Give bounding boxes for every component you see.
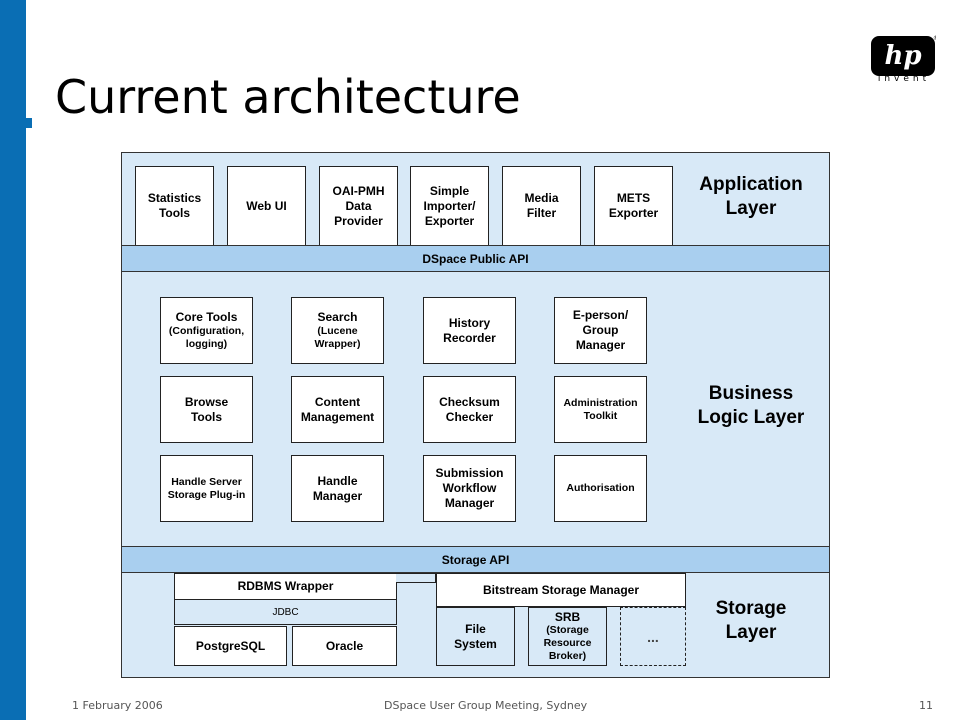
- jdbc-box: JDBC: [174, 599, 397, 625]
- srb-box: SRB (Storage Resource Broker): [528, 607, 607, 666]
- administration-toolkit-box: Administration Toolkit: [554, 376, 647, 443]
- business-logic-layer-label: Business Logic Layer: [697, 383, 805, 428]
- public-api-band: DSpace Public API: [122, 245, 829, 272]
- search-box: Search (Lucene Wrapper): [291, 297, 384, 364]
- mets-exporter-box: METS Exporter: [594, 166, 673, 246]
- architecture-diagram: Statistics Tools Web UI OAI-PMH Data Pro…: [121, 152, 830, 678]
- hp-logo-icon: hp ®: [871, 35, 936, 76]
- oracle-box: Oracle: [292, 626, 397, 666]
- application-layer-label: Application Layer: [699, 174, 803, 219]
- checksum-checker-box: Checksum Checker: [423, 376, 516, 443]
- left-accent-bar: [0, 0, 26, 720]
- search-title: Search: [317, 310, 358, 324]
- slide-title: Current architecture: [55, 70, 521, 124]
- statistics-tools-box: Statistics Tools: [135, 166, 214, 246]
- oai-pmh-box: OAI-PMH Data Provider: [319, 166, 398, 246]
- simple-importer-box: Simple Importer/ Exporter: [410, 166, 489, 246]
- content-management-box: Content Management: [291, 376, 384, 443]
- bitstream-storage-manager-box: Bitstream Storage Manager: [436, 573, 686, 607]
- more-storage-placeholder: ...: [620, 607, 686, 666]
- srb-subtitle: (Storage Resource Broker): [543, 624, 592, 662]
- core-tools-subtitle: (Configuration, logging): [168, 325, 245, 350]
- footer-page-number: 11: [919, 699, 933, 712]
- search-subtitle: (Lucene Wrapper): [314, 325, 361, 350]
- handle-server-box: Handle Server Storage Plug-in: [160, 455, 253, 522]
- footer-event: DSpace User Group Meeting, Sydney: [384, 699, 588, 712]
- rdbms-wrapper-box: RDBMS Wrapper: [174, 573, 397, 600]
- authorisation-box: Authorisation: [554, 455, 647, 522]
- storage-layer-label: Storage Layer: [715, 598, 787, 643]
- file-system-box: File System: [436, 607, 515, 666]
- history-recorder-box: History Recorder: [423, 297, 516, 364]
- media-filter-box: Media Filter: [502, 166, 581, 246]
- srb-title: SRB: [554, 610, 581, 624]
- web-ui-box: Web UI: [227, 166, 306, 246]
- storage-api-band: Storage API: [122, 546, 829, 573]
- svg-text:®: ®: [933, 35, 936, 42]
- footer-date: 1 February 2006: [72, 699, 163, 712]
- handle-manager-box: Handle Manager: [291, 455, 384, 522]
- submission-workflow-box: Submission Workflow Manager: [423, 455, 516, 522]
- svg-text:hp: hp: [884, 41, 921, 71]
- logo-tagline: invent: [877, 74, 931, 84]
- browse-tools-box: Browse Tools: [160, 376, 253, 443]
- core-tools-title: Core Tools: [175, 310, 238, 324]
- postgresql-box: PostgreSQL: [174, 626, 287, 666]
- eperson-manager-box: E-person/ Group Manager: [554, 297, 647, 364]
- core-tools-box: Core Tools (Configuration, logging): [160, 297, 253, 364]
- rdbms-connector: [396, 573, 436, 583]
- accent-notch: [26, 118, 32, 128]
